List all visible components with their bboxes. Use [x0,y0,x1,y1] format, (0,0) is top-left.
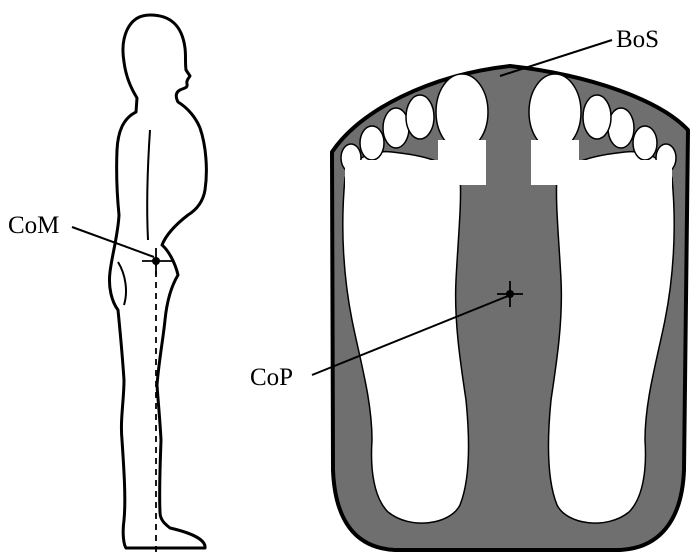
right-foot-seam-2 [567,160,672,188]
human-side-profile: CoM [8,15,206,552]
base-of-support: BoS CoP [250,26,688,550]
bos-label: BoS [616,26,659,53]
bos-leader-line [500,40,612,76]
left-foot-seam-2 [345,160,450,188]
com-label: CoM [8,212,59,239]
cop-label: CoP [250,364,293,391]
human-silhouette [109,15,206,548]
